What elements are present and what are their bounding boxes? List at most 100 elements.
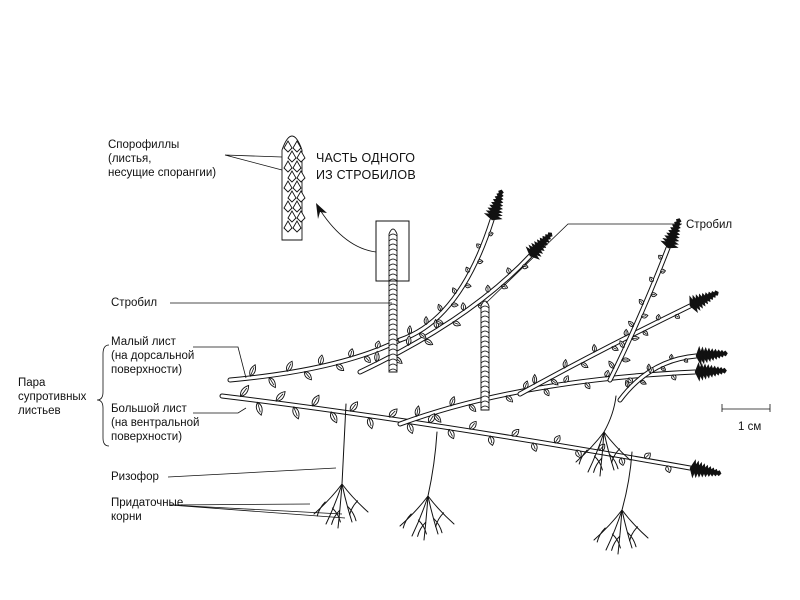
leaf <box>366 416 374 430</box>
leaf-vein <box>275 393 284 402</box>
root-hair <box>417 521 427 537</box>
root-hair <box>417 519 427 535</box>
leaf <box>437 303 443 312</box>
leaf <box>506 267 512 274</box>
leaf-vein <box>660 366 665 370</box>
leaf-vein <box>684 358 688 362</box>
leaf-vein <box>507 269 511 274</box>
adventitious-root <box>599 431 605 477</box>
leaf <box>427 413 436 424</box>
cone-scale <box>480 345 490 349</box>
leaf <box>563 375 570 383</box>
leaf <box>621 357 631 363</box>
cone-scale <box>388 238 398 242</box>
root-hair <box>611 533 621 549</box>
root-hair <box>627 532 637 548</box>
root-hair <box>611 535 621 551</box>
cone-scale <box>388 308 398 312</box>
cone-scale <box>480 325 490 329</box>
leaf <box>523 380 529 390</box>
root-hair <box>593 457 603 473</box>
leaf <box>407 325 413 335</box>
sporophylls-label-2: (листья, <box>108 153 151 165</box>
leaf <box>348 348 355 358</box>
leaf <box>683 358 689 363</box>
leader-roots <box>169 503 346 519</box>
leaf <box>531 442 538 452</box>
leaf <box>591 343 597 353</box>
adventitious-root <box>313 483 343 515</box>
leaf-vein <box>641 315 647 318</box>
adventitious-root <box>621 509 633 549</box>
shoot-apex <box>695 345 728 366</box>
leaf <box>627 377 634 384</box>
cone-scale <box>388 368 398 372</box>
leaf <box>451 287 457 294</box>
leaf-vein <box>640 380 645 384</box>
root-hair <box>347 506 357 522</box>
leaf-vein <box>448 429 453 437</box>
cone-scale <box>388 258 398 262</box>
leaf-vein <box>407 338 410 346</box>
shoot-apex <box>483 189 504 221</box>
leaf <box>485 284 491 293</box>
apex-bud <box>547 232 553 238</box>
leaf-vein <box>477 244 481 248</box>
leaf <box>611 345 619 352</box>
leader-sporophylls <box>224 154 283 171</box>
leaf-vein <box>257 402 261 413</box>
cone-scale <box>388 343 398 347</box>
sporophyll <box>296 210 306 223</box>
cone-scale <box>388 263 398 267</box>
leaf <box>433 413 442 423</box>
apex-bud <box>712 290 719 296</box>
scale-bar <box>721 404 771 412</box>
stem-fill <box>618 354 698 402</box>
adventitious-root <box>587 431 605 473</box>
leaf <box>317 354 324 366</box>
apex-bud <box>721 350 728 357</box>
cone-scale <box>388 303 398 307</box>
leaf <box>628 320 634 327</box>
adventitious-roots-label-1: Придаточные <box>111 497 183 509</box>
leaf <box>618 457 626 466</box>
leaf-vein <box>544 388 549 395</box>
leaf-vein <box>424 339 431 344</box>
leaf-vein <box>419 332 425 338</box>
leaf <box>646 363 651 371</box>
cone-scale <box>388 233 398 237</box>
leaf-vein <box>466 268 470 273</box>
leaf <box>424 338 434 346</box>
leaf <box>658 254 663 260</box>
leaf <box>553 435 561 444</box>
leaf <box>550 378 559 386</box>
leaf <box>476 243 482 249</box>
opposite-pair-label-2: супротивных <box>18 391 87 403</box>
cone-scale <box>388 248 398 252</box>
leaf <box>638 298 645 305</box>
leaf <box>336 363 345 371</box>
stem-outline <box>357 253 533 375</box>
leaf <box>406 335 412 346</box>
leaf-vein <box>564 377 568 383</box>
strobilus-highlight-box <box>375 220 410 282</box>
leaf <box>469 420 477 430</box>
cone-scale <box>480 380 490 384</box>
leader-small-leaf <box>193 346 247 379</box>
leaf-vein <box>304 371 311 379</box>
leaf <box>660 268 667 274</box>
leaf <box>649 276 655 283</box>
rhizophore-1 <box>341 403 347 485</box>
root-hair <box>596 527 606 543</box>
leaf-vein <box>649 368 653 374</box>
leaf-vein <box>629 322 634 327</box>
rhizophore-2 <box>427 431 438 497</box>
leader-strobilus-right <box>485 223 682 304</box>
leaf <box>580 362 589 369</box>
strobili-layer <box>388 228 490 411</box>
leaf-vein <box>436 320 442 324</box>
leaf <box>640 313 649 319</box>
leaf-vein <box>312 397 318 407</box>
apex-bud <box>720 367 727 374</box>
leaf-vein <box>319 357 322 365</box>
